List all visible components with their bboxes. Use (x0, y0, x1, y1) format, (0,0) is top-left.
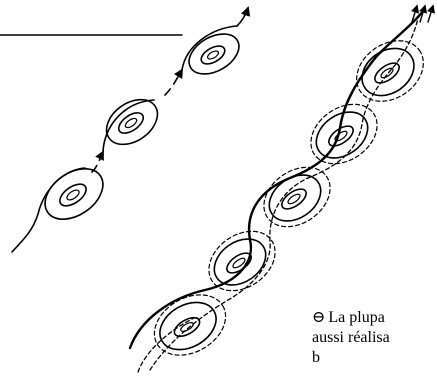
loop-3 (188, 33, 240, 75)
caption-line-3: b (312, 349, 320, 366)
right-loop-3 (263, 166, 331, 228)
caption-line-1: ⊖La plupa (312, 308, 437, 328)
caption-text: ⊖La plupa aussi réalisa b (312, 308, 437, 376)
right-diagram (128, 4, 436, 373)
right-loop-1 (153, 294, 227, 356)
loop-2 (105, 98, 159, 146)
caption-line-1-text: La plupa (328, 309, 385, 326)
right-loop-2 (208, 230, 276, 292)
circled-arrow-icon: ⊖ (312, 309, 326, 326)
caption-line-2: aussi réalisa (312, 329, 390, 346)
loop-1 (44, 168, 104, 220)
right-loop-5 (356, 40, 424, 102)
right-loop-4 (310, 103, 378, 165)
left-diagram (11, 6, 251, 253)
